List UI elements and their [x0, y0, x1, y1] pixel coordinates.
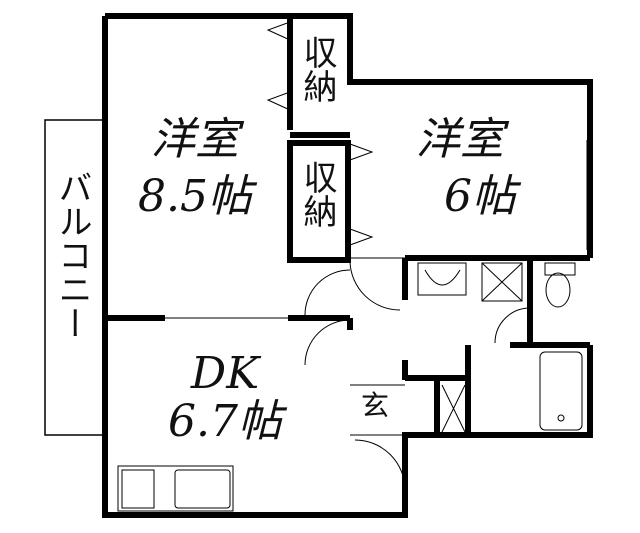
kitchen-sink — [174, 469, 231, 509]
balcony-label: バルコニー — [52, 170, 92, 340]
room-name-western-small: 洋室 — [416, 114, 504, 165]
room-name-dk: DK — [190, 348, 260, 399]
entrance-label: 玄 — [360, 389, 389, 422]
washer-space — [481, 262, 523, 302]
room-name-western-large: 洋室 — [151, 114, 239, 165]
room-size-western-large: 8.5帖 — [138, 171, 252, 222]
closet-upper-label: 収納 — [297, 35, 337, 103]
bathtub — [539, 351, 583, 431]
sink-counter — [417, 262, 467, 296]
closet-lower-label: 収納 — [297, 160, 337, 228]
outer-walls — [102, 13, 593, 518]
room-size-western-small: 6帖 — [444, 171, 516, 222]
toilet-tank — [544, 262, 576, 276]
room-size-dk: 6.7帖 — [168, 396, 282, 447]
stove — [121, 469, 155, 509]
toilet-bowl — [545, 272, 571, 308]
